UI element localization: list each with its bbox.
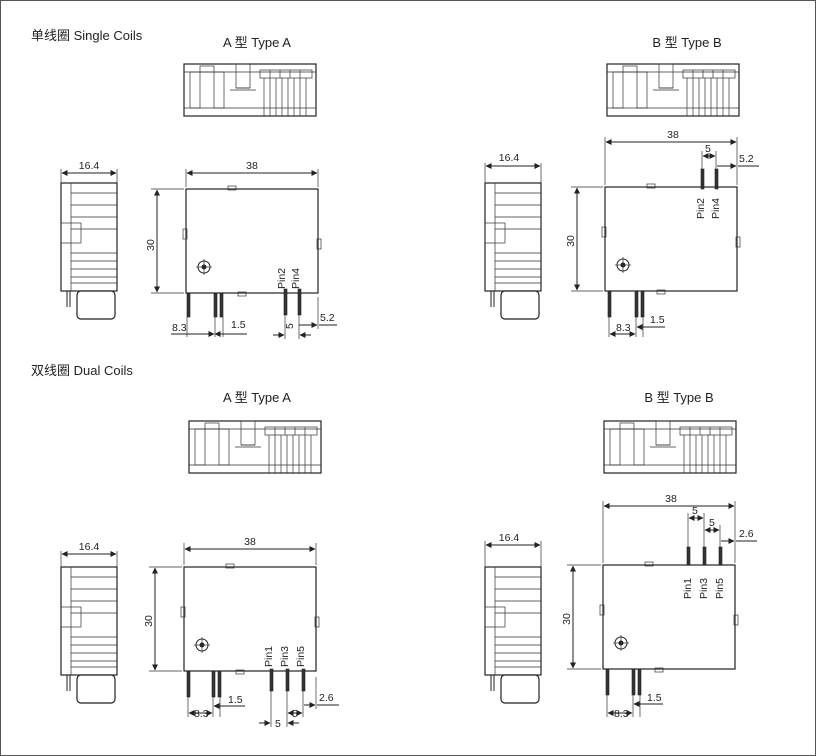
dim-8-3-single-b: 8.3	[608, 317, 637, 337]
dim-5-single-b: 5	[701, 143, 717, 169]
dim-1-5-single-a: 1.5	[214, 317, 247, 337]
svg-text:16.4: 16.4	[79, 160, 100, 172]
side-view-single-a	[60, 182, 118, 320]
svg-text:5: 5	[705, 143, 711, 155]
dim-5-single-a: 5	[273, 315, 311, 339]
section-title-dual-coils: 双线圈 Dual Coils	[31, 363, 133, 378]
svg-text:38: 38	[665, 493, 677, 505]
top-view-dual-a	[188, 420, 322, 474]
dim-8-3-dual-a: 8.3	[187, 697, 214, 720]
svg-text:38: 38	[667, 129, 679, 141]
dim-5-dual-a-2: 5	[287, 691, 304, 720]
svg-text:5: 5	[692, 505, 698, 517]
svg-text:2.6: 2.6	[739, 528, 754, 540]
side-view-dual-a	[60, 566, 118, 704]
svg-text:1.5: 1.5	[231, 319, 246, 331]
dim-16-4-dual-b: 16.4	[484, 532, 542, 567]
svg-text:8.3: 8.3	[194, 708, 209, 720]
dim-16-4-single-b: 16.4	[484, 152, 542, 183]
svg-text:5: 5	[284, 323, 296, 329]
dim-16-4-dual-a: 16.4	[60, 541, 118, 567]
svg-text:5.2: 5.2	[320, 312, 335, 324]
svg-text:1.5: 1.5	[228, 694, 243, 706]
dim-5-dual-b-1: 5	[687, 505, 705, 547]
pin2-label-single-b: Pin2	[695, 198, 707, 219]
svg-text:8.3: 8.3	[616, 322, 631, 334]
pin4-label-single-a: Pin4	[290, 268, 302, 289]
svg-text:5: 5	[275, 718, 281, 730]
dim-5-2-single-a: 5.2	[299, 297, 337, 329]
svg-text:16.4: 16.4	[499, 152, 520, 164]
pin5-label-dual-b: Pin5	[714, 578, 726, 599]
svg-text:1.5: 1.5	[650, 314, 665, 326]
dim-1-5-dual-a: 1.5	[213, 694, 245, 717]
type-a-label-single: A 型 Type A	[223, 35, 291, 50]
dim-30-dual-b: 30	[561, 564, 601, 670]
pin1-label-dual-a: Pin1	[263, 646, 275, 667]
type-b-label-dual: B 型 Type B	[644, 390, 713, 405]
dim-8-3-single-a: 8.3	[171, 317, 216, 337]
pins-single-b-bottom	[607, 290, 645, 318]
svg-text:30: 30	[565, 235, 577, 247]
svg-text:2.6: 2.6	[319, 692, 334, 704]
top-view-single-a	[183, 63, 317, 117]
svg-text:38: 38	[246, 160, 258, 172]
top-view-dual-b	[603, 420, 737, 474]
pins-dual-a	[186, 668, 306, 698]
svg-text:38: 38	[244, 536, 256, 548]
pins-dual-b-top	[686, 546, 723, 566]
svg-text:8.3: 8.3	[614, 708, 629, 720]
dim-1-5-single-b: 1.5	[636, 314, 665, 337]
type-a-label-dual: A 型 Type A	[223, 390, 291, 405]
dim-5-dual-b-2: 5	[704, 517, 721, 547]
svg-text:5: 5	[292, 708, 298, 720]
type-b-label-single: B 型 Type B	[652, 35, 721, 50]
top-view-single-b	[606, 63, 740, 117]
dim-30-single-a: 30	[145, 188, 184, 294]
side-view-single-b	[484, 182, 542, 320]
pins-dual-b-bottom	[605, 668, 642, 696]
pin5-label-dual-a: Pin5	[295, 646, 307, 667]
pin4-label-single-b: Pin4	[710, 198, 722, 219]
section-title-single-coils: 单线圈 Single Coils	[31, 28, 143, 43]
svg-text:5: 5	[709, 517, 715, 529]
dim-5-dual-a: 5	[259, 691, 299, 730]
dim-8-3-dual-b: 8.3	[606, 695, 634, 720]
svg-text:8.3: 8.3	[172, 322, 187, 334]
dim-38-single-a: 38	[185, 160, 319, 187]
pin3-label-dual-a: Pin3	[279, 646, 291, 667]
pins-single-a	[186, 288, 302, 318]
dim-38-single-b: 38	[604, 129, 738, 185]
dim-1-5-dual-b: 1.5	[633, 692, 663, 717]
svg-text:30: 30	[143, 615, 155, 627]
pin3-label-dual-b: Pin3	[698, 578, 710, 599]
svg-text:1.5: 1.5	[647, 692, 662, 704]
dim-5-2-single-b: 5.2	[717, 153, 759, 169]
dim-38-dual-b: 38	[602, 493, 736, 563]
dim-2-6-dual-a: 2.6	[304, 677, 339, 709]
pin1-label-dual-b: Pin1	[682, 578, 694, 599]
svg-text:16.4: 16.4	[79, 541, 100, 553]
dim-2-6-dual-b: 2.6	[721, 528, 757, 544]
svg-text:30: 30	[561, 613, 573, 625]
dim-30-dual-a: 30	[143, 566, 182, 672]
svg-text:16.4: 16.4	[499, 532, 520, 544]
pins-single-b-top	[700, 168, 719, 190]
dim-16-4-single-a: 16.4	[60, 160, 118, 183]
svg-text:5.2: 5.2	[739, 153, 754, 165]
dim-30-single-b: 30	[565, 186, 603, 292]
svg-text:30: 30	[145, 239, 157, 251]
pin2-label-single-a: Pin2	[276, 268, 288, 289]
side-view-dual-b	[484, 566, 542, 704]
dim-38-dual-a: 38	[183, 536, 317, 565]
